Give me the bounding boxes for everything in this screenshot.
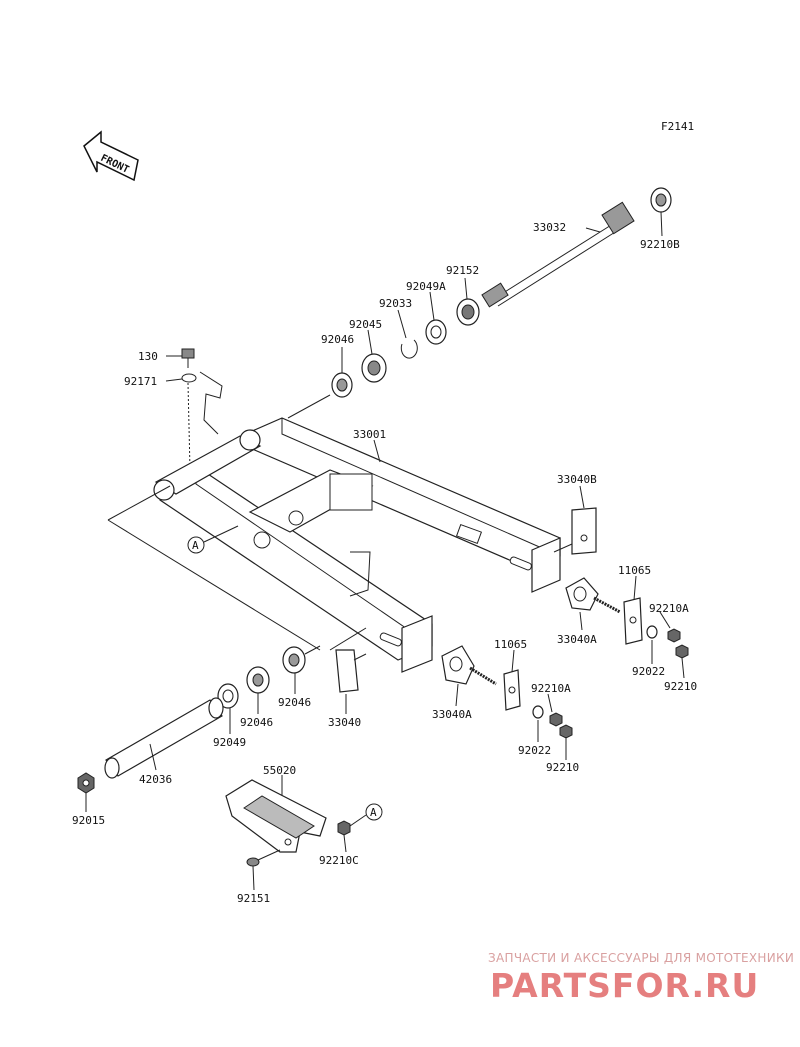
bolt-130 — [181, 348, 195, 368]
circlip-92033 — [400, 339, 418, 359]
watermark-logo: PARTSFOR.RU — [490, 966, 760, 1005]
label-92210B: 92210B — [640, 238, 680, 251]
label-92210-mid: 92210 — [546, 761, 579, 774]
label-42036: 42036 — [139, 773, 172, 786]
washer-92022-mid — [532, 705, 544, 719]
plate-33040 — [335, 649, 359, 693]
label-92046-low-left: 92046 — [240, 716, 273, 729]
label-92171: 92171 — [124, 375, 157, 388]
label-92210A-right: 92210A — [649, 602, 689, 615]
label-11065-right: 11065 — [618, 564, 651, 577]
ref-marker-a-right-label: A — [370, 806, 377, 819]
label-92045: 92045 — [349, 318, 382, 331]
bolt-92151 — [246, 849, 281, 867]
label-92022-mid: 92022 — [518, 744, 551, 757]
pivot-shaft-42036 — [104, 697, 224, 779]
label-55020: 55020 — [263, 764, 296, 777]
nut-92210A-right — [667, 628, 681, 643]
label-130: 130 — [138, 350, 158, 363]
label-33040A-mid: 33040A — [432, 708, 472, 721]
nut-92210A-mid — [549, 712, 563, 727]
label-92210A-mid: 92210A — [531, 682, 571, 695]
figure-code: F2141 — [661, 120, 694, 133]
label-92046-low-right: 92046 — [278, 696, 311, 709]
label-92022-right: 92022 — [632, 665, 665, 678]
label-92049: 92049 — [213, 736, 246, 749]
label-92152: 92152 — [446, 264, 479, 277]
nut-92210-mid — [559, 724, 573, 739]
label-92210-right: 92210 — [664, 680, 697, 693]
label-11065-mid: 11065 — [494, 638, 527, 651]
swingarm-33001 — [153, 417, 561, 673]
label-33040: 33040 — [328, 716, 361, 729]
label-92049A: 92049A — [406, 280, 446, 293]
label-92033: 92033 — [379, 297, 412, 310]
label-92046-top: 92046 — [321, 333, 354, 346]
label-92210C: 92210C — [319, 854, 359, 867]
bracket-92171 — [181, 371, 223, 435]
label-33032: 33032 — [533, 221, 566, 234]
ref-marker-a-left — [187, 536, 205, 554]
label-33001: 33001 — [353, 428, 386, 441]
ref-marker-a-left-label: A — [192, 539, 199, 552]
label-33040A-right: 33040A — [557, 633, 597, 646]
nut-92210-right — [675, 644, 689, 659]
watermark-tagline: ЗАПЧАСТИ И АКСЕССУАРЫ ДЛЯ МОТОТЕХНИКИ — [488, 951, 795, 965]
nut-92210C — [337, 820, 351, 836]
front-arrow-icon: FRONT — [83, 130, 139, 182]
label-92015: 92015 — [72, 814, 105, 827]
chain-guard-55020 — [225, 779, 327, 853]
leader-lines — [85, 211, 685, 891]
part-labels: 130 92171 92046 92045 92033 92049A 92152… — [72, 221, 697, 905]
plate-33040B — [571, 507, 597, 555]
axle-shaft-33032 — [481, 201, 635, 308]
washer-92022-right — [646, 625, 658, 639]
label-92151: 92151 — [237, 892, 270, 905]
label-33040B: 33040B — [557, 473, 597, 486]
ref-marker-a-right — [365, 803, 383, 821]
